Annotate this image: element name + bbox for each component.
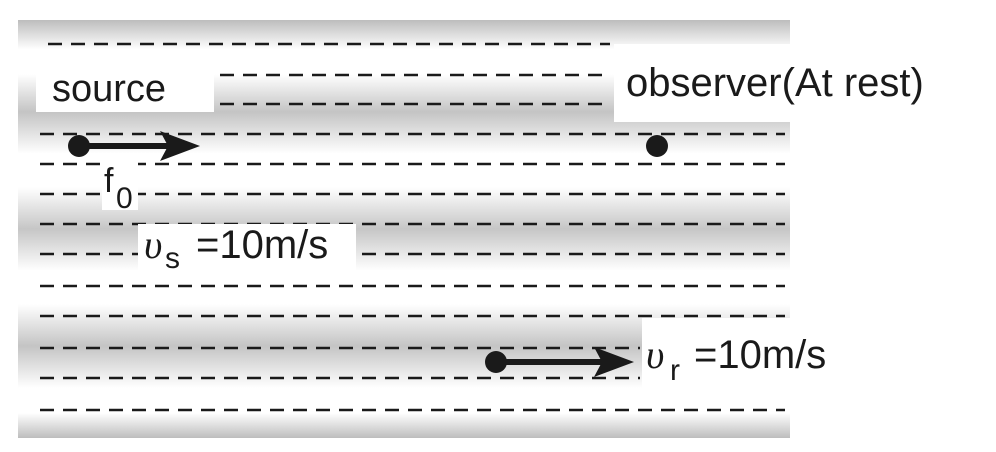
vr-symbol: υ <box>646 332 664 377</box>
f0-symbol: f <box>104 162 114 200</box>
vs-value: =10m/s <box>196 223 328 267</box>
observer-dot <box>646 135 668 157</box>
vs-subscript: s <box>165 242 180 275</box>
vr-label-box <box>642 318 996 392</box>
source-label-box <box>36 62 214 112</box>
vr-subscript: r <box>670 354 680 387</box>
wind-arrow-head <box>594 347 634 377</box>
observer-label-box <box>614 44 996 122</box>
source-label: source <box>52 68 166 110</box>
f0-subscript: 0 <box>116 182 133 215</box>
f0-label-box <box>102 160 138 210</box>
f0-label: f 0 <box>104 162 133 215</box>
vs-label: υ s =10m/s <box>144 222 328 275</box>
vs-label-box <box>138 224 356 274</box>
vr-value: =10m/s <box>694 333 826 377</box>
observer-label: observer(At rest) <box>626 61 924 105</box>
source-arrow-head <box>160 131 200 161</box>
vr-label: υ r =10m/s <box>646 332 826 387</box>
vs-symbol: υ <box>144 222 162 267</box>
